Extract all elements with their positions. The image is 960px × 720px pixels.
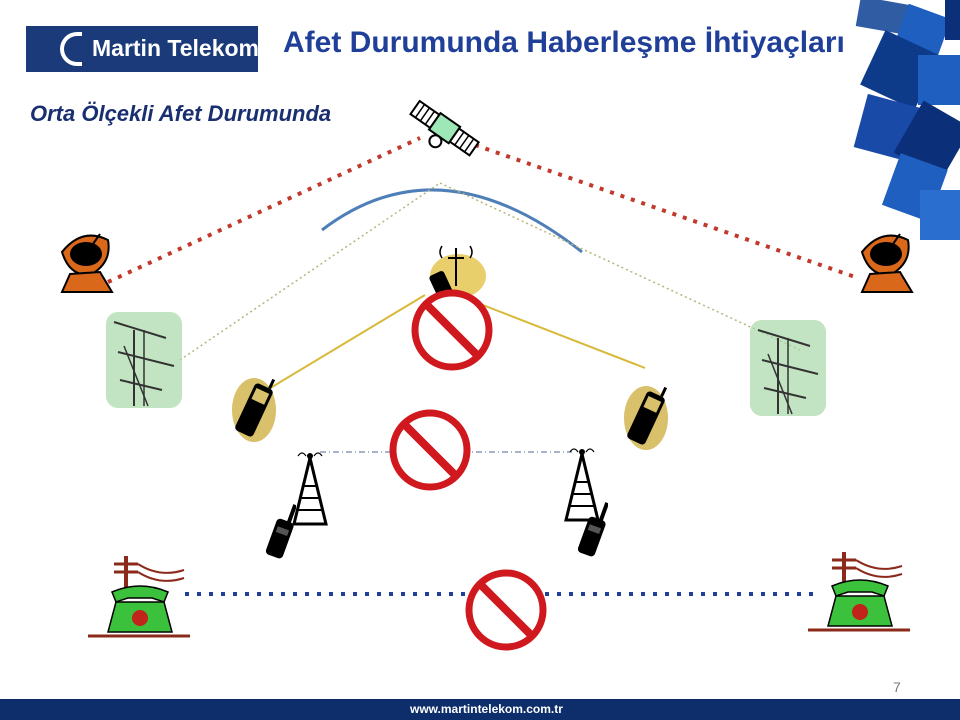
prohibited-icon — [465, 569, 547, 651]
company-logo: Martin Telekom — [26, 26, 259, 72]
mobile-phone-icon — [232, 378, 276, 442]
prohibited-icon — [389, 409, 471, 491]
page-title: Afet Durumunda Haberleşme İhtiyaçları — [283, 26, 845, 59]
page-number: 7 — [893, 679, 901, 695]
mobile-link-left — [261, 294, 426, 394]
satellite-link-right — [474, 143, 859, 280]
tv-antenna-icon — [106, 312, 182, 408]
mobile-phone-icon — [624, 386, 668, 450]
antenna-link-right — [439, 182, 801, 351]
logo-mark-icon — [60, 32, 82, 66]
walkie-talkie-icon — [266, 504, 296, 559]
satellite-icon — [409, 99, 481, 157]
radio-tower-icon — [564, 448, 600, 522]
radio-tower-icon — [292, 452, 328, 526]
coverage-arc — [321, 188, 583, 254]
satellite-dish-icon — [60, 233, 114, 293]
prohibited-icon — [411, 289, 493, 371]
antenna-link-left — [179, 182, 441, 361]
page-subtitle: Orta Ölçekli Afet Durumunda — [30, 101, 332, 126]
landline-phone-icon — [88, 585, 190, 638]
satellite-dish-icon — [860, 233, 914, 293]
mobile-link-right — [469, 299, 646, 369]
footer-url: www.martintelekom.com.tr — [410, 702, 563, 716]
telephone-pole-icon — [114, 556, 185, 592]
tv-antenna-icon — [750, 320, 826, 416]
walkie-talkie-icon — [578, 502, 608, 557]
landline-phone-icon — [808, 579, 910, 632]
satellite-link-left — [107, 136, 421, 284]
footer-bar: www.martintelekom.com.tr — [0, 699, 960, 720]
logo-text: Martin Telekom — [92, 35, 259, 61]
